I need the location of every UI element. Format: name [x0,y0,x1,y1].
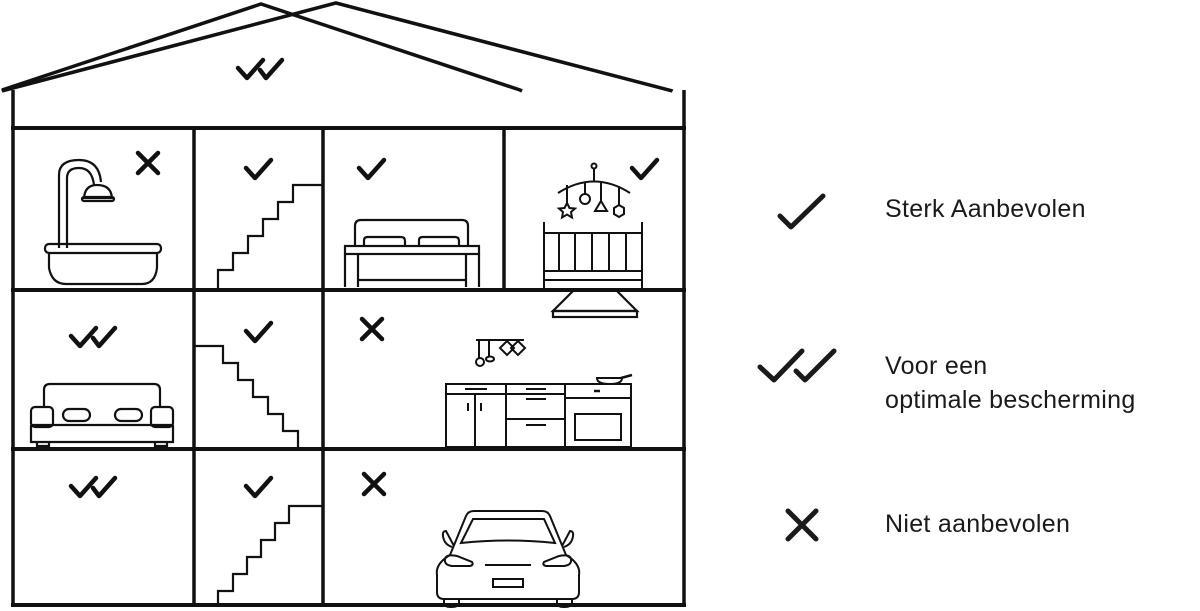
house-structure [11,90,686,607]
double-check-icon [238,60,282,78]
cross-icon [785,508,819,542]
legend-label: Sterk Aanbevolen [885,195,1086,223]
cross-icon [364,474,384,494]
double-check-icon [71,478,115,496]
stairs-icon [216,504,322,604]
check-icon [246,323,271,341]
check-icon [632,160,657,178]
check-icon [246,160,271,178]
stairs-icon [195,344,300,447]
check-icon [359,160,384,178]
double-check-icon [757,348,837,383]
legend-label: Niet aanbevolen [885,510,1071,538]
car-icon [435,510,581,609]
check-icon [777,193,826,230]
legend: Sterk Aanbevolen Voor een optimale besch… [740,0,1200,611]
double-check-icon [71,328,115,346]
house-diagram [1,1,686,609]
sofa-icon [29,382,175,448]
legend-label-line1: Voor een [885,352,988,380]
cross-icon [138,153,158,173]
legend-label-line2: optimale bescherming [885,386,1136,414]
cross-icon [362,319,382,339]
check-icon [246,478,271,496]
bed-icon [343,218,481,287]
range-hood-icon [550,290,640,319]
shower-bathtub-icon [43,158,163,286]
kitchen-icon [445,339,633,448]
crib-mobile-icon [543,162,643,288]
roof [1,2,523,93]
stairs-icon [216,183,322,288]
